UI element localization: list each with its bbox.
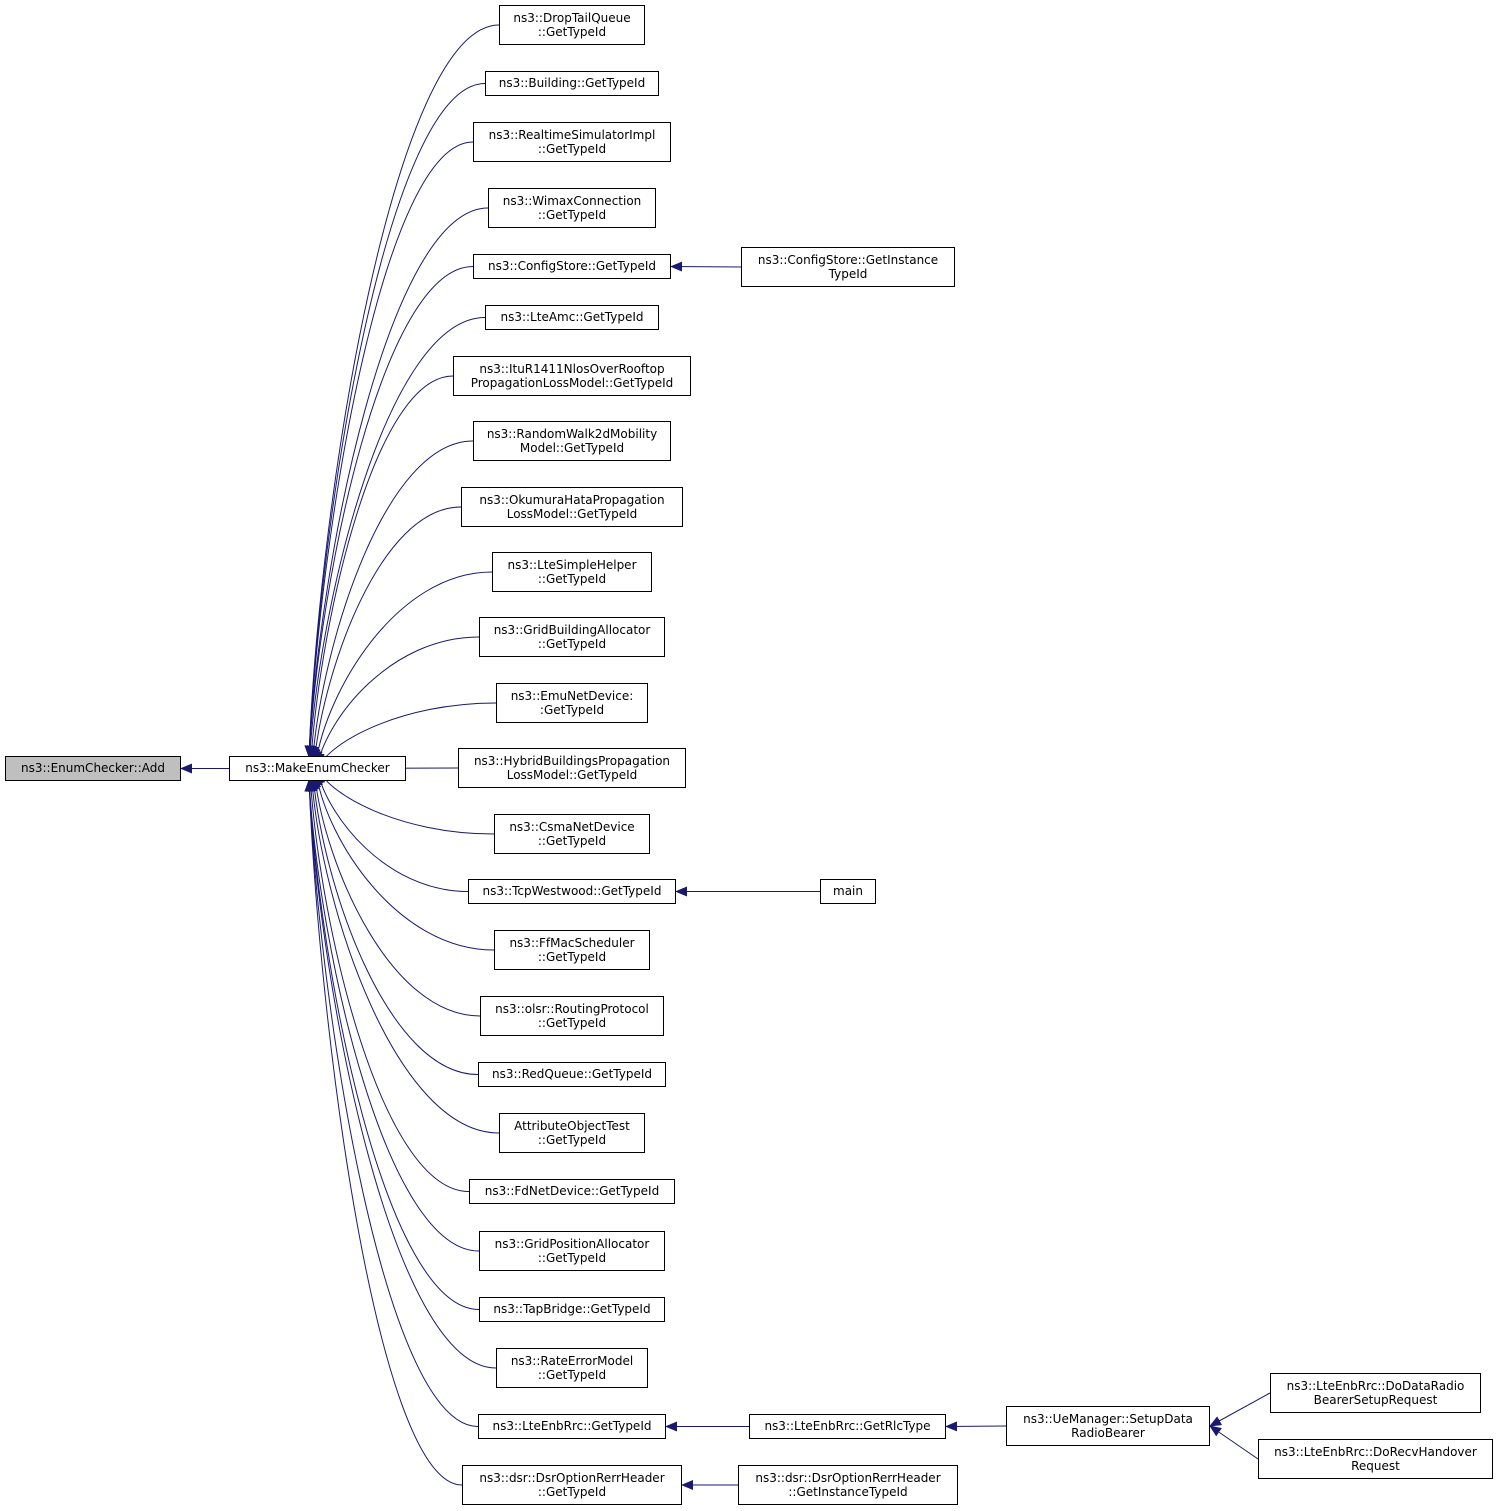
node-lteenbrrc-getrlctype[interactable]: ns3::LteEnbRrc::GetRlcType	[749, 1414, 946, 1439]
node-rateerrormodel-gettypeid[interactable]: ns3::RateErrorModel::GetTypeId	[496, 1348, 648, 1388]
edge-n17-n1	[313, 773, 495, 951]
edge-n22-n1	[304, 779, 480, 1252]
edge-n25-n1	[304, 779, 479, 1427]
edge-n3-n1	[304, 83, 486, 758]
node-gridbuildingallocator-gettypeid[interactable]: ns3::GridBuildingAllocator::GetTypeId	[479, 617, 665, 657]
node-makeenumchecker[interactable]: ns3::MakeEnumChecker	[229, 756, 406, 781]
node-emunetdevice-gettypeid[interactable]: ns3::EmuNetDevice::GetTypeId	[496, 683, 648, 723]
edge-n7-n1	[305, 317, 486, 758]
node-realtimesimulatorimpl-gettypeid[interactable]: ns3::RealtimeSimulatorImpl::GetTypeId	[473, 122, 671, 162]
edge-n16-n1	[315, 771, 469, 892]
node-wimaxconnection-gettypeid[interactable]: ns3::WimaxConnection::GetTypeId	[488, 188, 656, 228]
node-configstore-gettypeid[interactable]: ns3::ConfigStore::GetTypeId	[473, 254, 671, 279]
node-enumchecker-add: ns3::EnumChecker::Add	[5, 756, 181, 781]
edge-n4-n1	[304, 141, 474, 758]
edge-n9-n1	[308, 440, 474, 759]
node-droptailqueue-gettypeid[interactable]: ns3::DropTailQueue::GetTypeId	[499, 5, 645, 45]
node-olsr-routingprotocol-gettypeid[interactable]: ns3::olsr::RoutingProtocol::GetTypeId	[480, 996, 664, 1036]
node-ltesimplehelper-gettypeid[interactable]: ns3::LteSimpleHelper::GetTypeId	[492, 552, 652, 592]
node-gridpositionallocator-gettypeid[interactable]: ns3::GridPositionAllocator::GetTypeId	[479, 1231, 665, 1271]
edge-n6-n1	[304, 266, 474, 758]
edge-n26-n1	[304, 779, 463, 1486]
edge-n27-n6	[670, 261, 742, 272]
node-csmanetdevice-gettypeid[interactable]: ns3::CsmaNetDevice::GetTypeId	[494, 814, 650, 854]
node-dsroptionrerrheader-gettypeid[interactable]: ns3::dsr::DsrOptionRerrHeader::GetTypeId	[462, 1465, 682, 1505]
edge-n11-n1	[312, 571, 493, 763]
node-lteenbrrc-gettypeid[interactable]: ns3::LteEnbRrc::GetTypeId	[478, 1414, 666, 1439]
edge-n24-n1	[304, 779, 497, 1369]
node-lteamc-gettypeid[interactable]: ns3::LteAmc::GetTypeId	[485, 305, 659, 330]
node-tcpwestwood-gettypeid[interactable]: ns3::TcpWestwood::GetTypeId	[468, 879, 676, 904]
edge-n12-n1	[315, 636, 480, 766]
node-attributeobjecttest-gettypeid[interactable]: AttributeObjectTest::GetTypeId	[499, 1113, 645, 1153]
edge-n33-n31	[1209, 1425, 1259, 1460]
node-fdnetdevice-gettypeid[interactable]: ns3::FdNetDevice::GetTypeId	[469, 1179, 675, 1204]
edge-n31-n29	[945, 1421, 1007, 1432]
edge-n5-n1	[304, 207, 489, 758]
node-tapbridge-gettypeid[interactable]: ns3::TapBridge::GetTypeId	[479, 1297, 665, 1322]
edge-n10-n1	[310, 506, 462, 761]
node-dsroptionrerrheader-getinstancetypeid[interactable]: ns3::dsr::DsrOptionRerrHeader::GetInstan…	[738, 1465, 958, 1505]
node-redqueue-gettypeid[interactable]: ns3::RedQueue::GetTypeId	[478, 1062, 666, 1087]
edge-n8-n1	[307, 375, 454, 758]
edge-n21-n1	[306, 779, 470, 1192]
edge-n18-n1	[311, 775, 481, 1017]
edge-n20-n1	[307, 779, 500, 1134]
edge-n32-n31	[1209, 1392, 1271, 1427]
node-main[interactable]: main	[820, 879, 876, 904]
node-building-gettypeid[interactable]: ns3::Building::GetTypeId	[485, 71, 659, 96]
edge-n19-n1	[309, 777, 479, 1075]
edge-n23-n1	[304, 779, 480, 1310]
node-ffmacscheduler-gettypeid[interactable]: ns3::FfMacScheduler::GetTypeId	[494, 930, 650, 970]
